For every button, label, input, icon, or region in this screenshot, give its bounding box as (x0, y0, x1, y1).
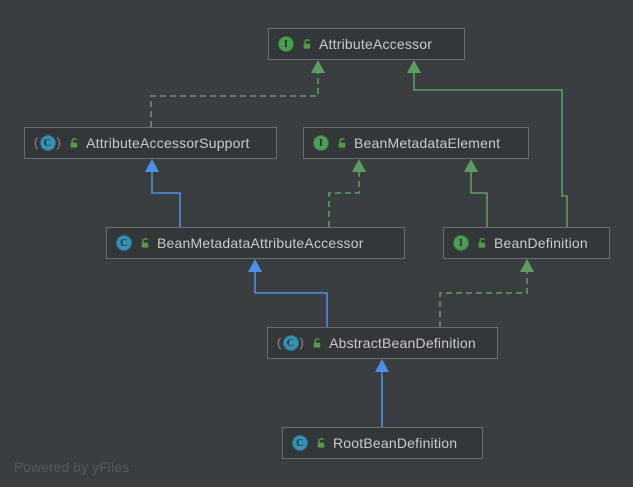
edge-attributeaccessorsupport-implements-attributeaccessor (150, 72, 319, 127)
interface-icon: I (313, 135, 329, 151)
edge-beanmetadataattributeaccessor-extends-attributeaccessorsupport (151, 171, 181, 227)
edge-beanmetadataattributeaccessor-implements-beanmetadataelement (328, 171, 360, 227)
abstract-class-icon: ( C ) (34, 135, 61, 151)
interface-icon: I (453, 235, 469, 251)
class-node-abstractbeandefinition[interactable]: ( C ) AbstractBeanDefinition (267, 327, 498, 359)
class-name-label: RootBeanDefinition (333, 435, 458, 451)
class-node-rootbeandefinition[interactable]: C RootBeanDefinition (282, 427, 483, 459)
class-icon-letter: C (286, 337, 295, 349)
class-node-beanmetadataelement[interactable]: I BeanMetadataElement (303, 127, 529, 159)
class-icon-letter: C (43, 137, 52, 149)
class-name-label: BeanMetadataElement (354, 135, 501, 151)
class-icon: C (292, 435, 308, 451)
class-name-label: AbstractBeanDefinition (329, 335, 476, 351)
interface-icon-letter: I (458, 237, 464, 249)
class-icon-letter: C (120, 237, 128, 249)
interface-icon-letter: I (318, 137, 324, 149)
class-node-attributeaccessorsupport[interactable]: ( C ) AttributeAccessorSupport (24, 127, 277, 159)
class-name-label: BeanDefinition (494, 235, 588, 251)
lock-icon (315, 437, 327, 449)
edge-abstractbeandefinition-extends-beanmetadataattributeaccessor (254, 271, 328, 327)
class-icon-letter: C (296, 437, 304, 449)
class-node-attributeaccessor[interactable]: I AttributeAccessor (268, 28, 465, 60)
abstract-paren-open: ( (34, 135, 39, 150)
arrowhead-implements-beandefinition (520, 259, 534, 272)
abstract-paren-open: ( (277, 335, 282, 350)
class-icon: C (116, 235, 132, 251)
lock-icon (476, 237, 488, 249)
lock-icon (311, 337, 323, 349)
class-name-label: BeanMetadataAttributeAccessor (157, 235, 364, 251)
arrowhead-extends-beanmetadataattributeaccessor (248, 259, 262, 272)
interface-icon-letter: I (283, 38, 289, 50)
class-name-label: AttributeAccessorSupport (86, 135, 250, 151)
lock-icon (139, 237, 151, 249)
abstract-paren-close: ) (299, 335, 305, 350)
yfiles-watermark: Powered by yFiles (14, 460, 130, 475)
class-name-label: AttributeAccessor (319, 36, 433, 52)
abstract-class-icon: ( C ) (277, 335, 304, 351)
arrowhead-implements-beanmetadataelement (352, 159, 366, 172)
edge-beandefinition-extends-beanmetadataelement (470, 171, 488, 227)
arrowhead-extends-abstractbeandefinition (375, 359, 389, 372)
lock-icon (336, 137, 348, 149)
lock-icon (301, 38, 313, 50)
arrowhead-extends-attributeaccessor-right (407, 60, 421, 73)
class-node-beandefinition[interactable]: I BeanDefinition (443, 227, 610, 259)
class-node-beanmetadataattributeaccessor[interactable]: C BeanMetadataAttributeAccessor (106, 227, 405, 259)
arrowhead-implements-attributeaccessor-left (311, 60, 325, 73)
edge-abstractbeandefinition-implements-beandefinition (439, 271, 528, 327)
lock-icon (68, 137, 80, 149)
interface-icon: I (278, 36, 294, 52)
arrowhead-extends-beanmetadataelement (464, 159, 478, 172)
abstract-paren-close: ) (56, 135, 62, 150)
arrowhead-extends-attributeaccessorsupport (145, 159, 159, 172)
